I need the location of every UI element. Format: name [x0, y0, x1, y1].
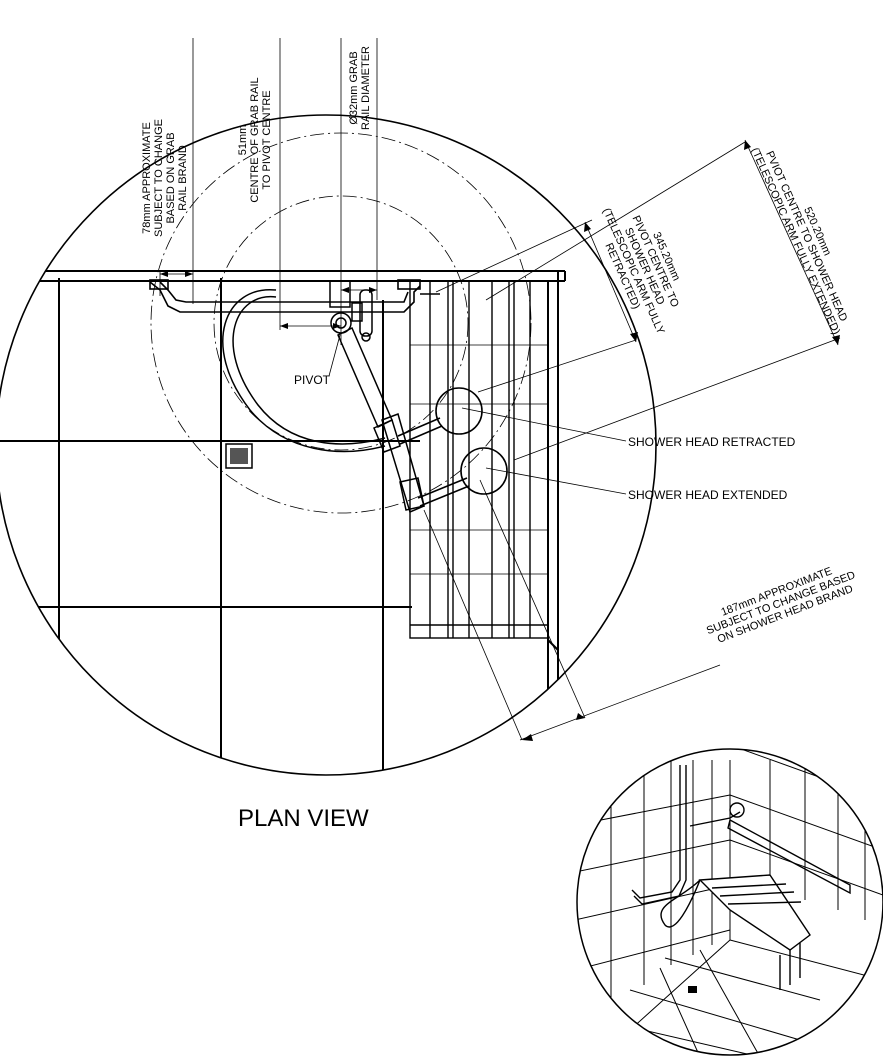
shower-head-retracted-label: SHOWER HEAD RETRACTED	[628, 435, 796, 449]
dim-345mm-label: 345.20mm PIVOT CENTRE TO SHOWER HEAD (TE…	[600, 206, 682, 336]
svg-text:SUBJECT TO CHANGE: SUBJECT TO CHANGE	[153, 119, 165, 237]
shower-seat	[409, 280, 549, 639]
dim-51mm-label: 51mm CENTRE OF GRAB RAIL TO PIVOT CENTRE	[237, 77, 273, 202]
plan-view-title: PLAN VIEW	[238, 805, 369, 832]
shower-head-extended-label: SHOWER HEAD EXTENDED	[628, 488, 788, 502]
iso-floor-drain	[688, 986, 697, 993]
svg-text:RAIL BRAND: RAIL BRAND	[177, 145, 189, 211]
floor-tile-grid	[0, 278, 420, 775]
shower-heads	[397, 387, 508, 507]
svg-text:78mm APPROXIMATE: 78mm APPROXIMATE	[141, 122, 153, 234]
dim-520mm-label: 520.20mm PVIOT CENTRE TO SHOWER HEAD (TE…	[748, 146, 849, 336]
svg-text:51mm: 51mm	[237, 125, 249, 156]
grab-rail	[149, 279, 440, 313]
svg-text:RAIL DIAMETER: RAIL DIAMETER	[360, 46, 372, 130]
svg-text:BASED ON GRAB: BASED ON GRAB	[165, 132, 177, 223]
shower-hose	[222, 289, 386, 453]
wall-outline	[0, 270, 566, 775]
floor-drain	[225, 443, 253, 469]
svg-text:TO PIVOT CENTRE: TO PIVOT CENTRE	[261, 90, 273, 189]
dim-187mm-label: 187mm APPROXIMATE SUBJECT TO CHANGE BASE…	[705, 565, 857, 646]
dimension-lines	[159, 38, 841, 741]
plan-detail-circle	[0, 114, 657, 776]
iso-fixtures	[631, 765, 851, 990]
svg-text:CENTRE OF GRAB RAIL: CENTRE OF GRAB RAIL	[249, 77, 261, 202]
isometric-detail-circle	[576, 748, 883, 1056]
dim-32mm-label: Ø32mm GRAB RAIL DIAMETER	[348, 46, 372, 130]
svg-text:PVIOT CENTRE TO SHOWER HEAD: PVIOT CENTRE TO SHOWER HEAD	[763, 149, 849, 323]
telescopic-arm	[337, 326, 425, 514]
pivot-label: PIVOT	[294, 373, 331, 387]
svg-text:Ø32mm GRAB: Ø32mm GRAB	[348, 51, 360, 124]
svg-text:SUBJECT TO CHANGE BASED: SUBJECT TO CHANGE BASED	[705, 569, 857, 637]
dimension-arrows	[160, 140, 840, 741]
dim-78mm-label: 78mm APPROXIMATE SUBJECT TO CHANGE BASED…	[141, 119, 189, 237]
